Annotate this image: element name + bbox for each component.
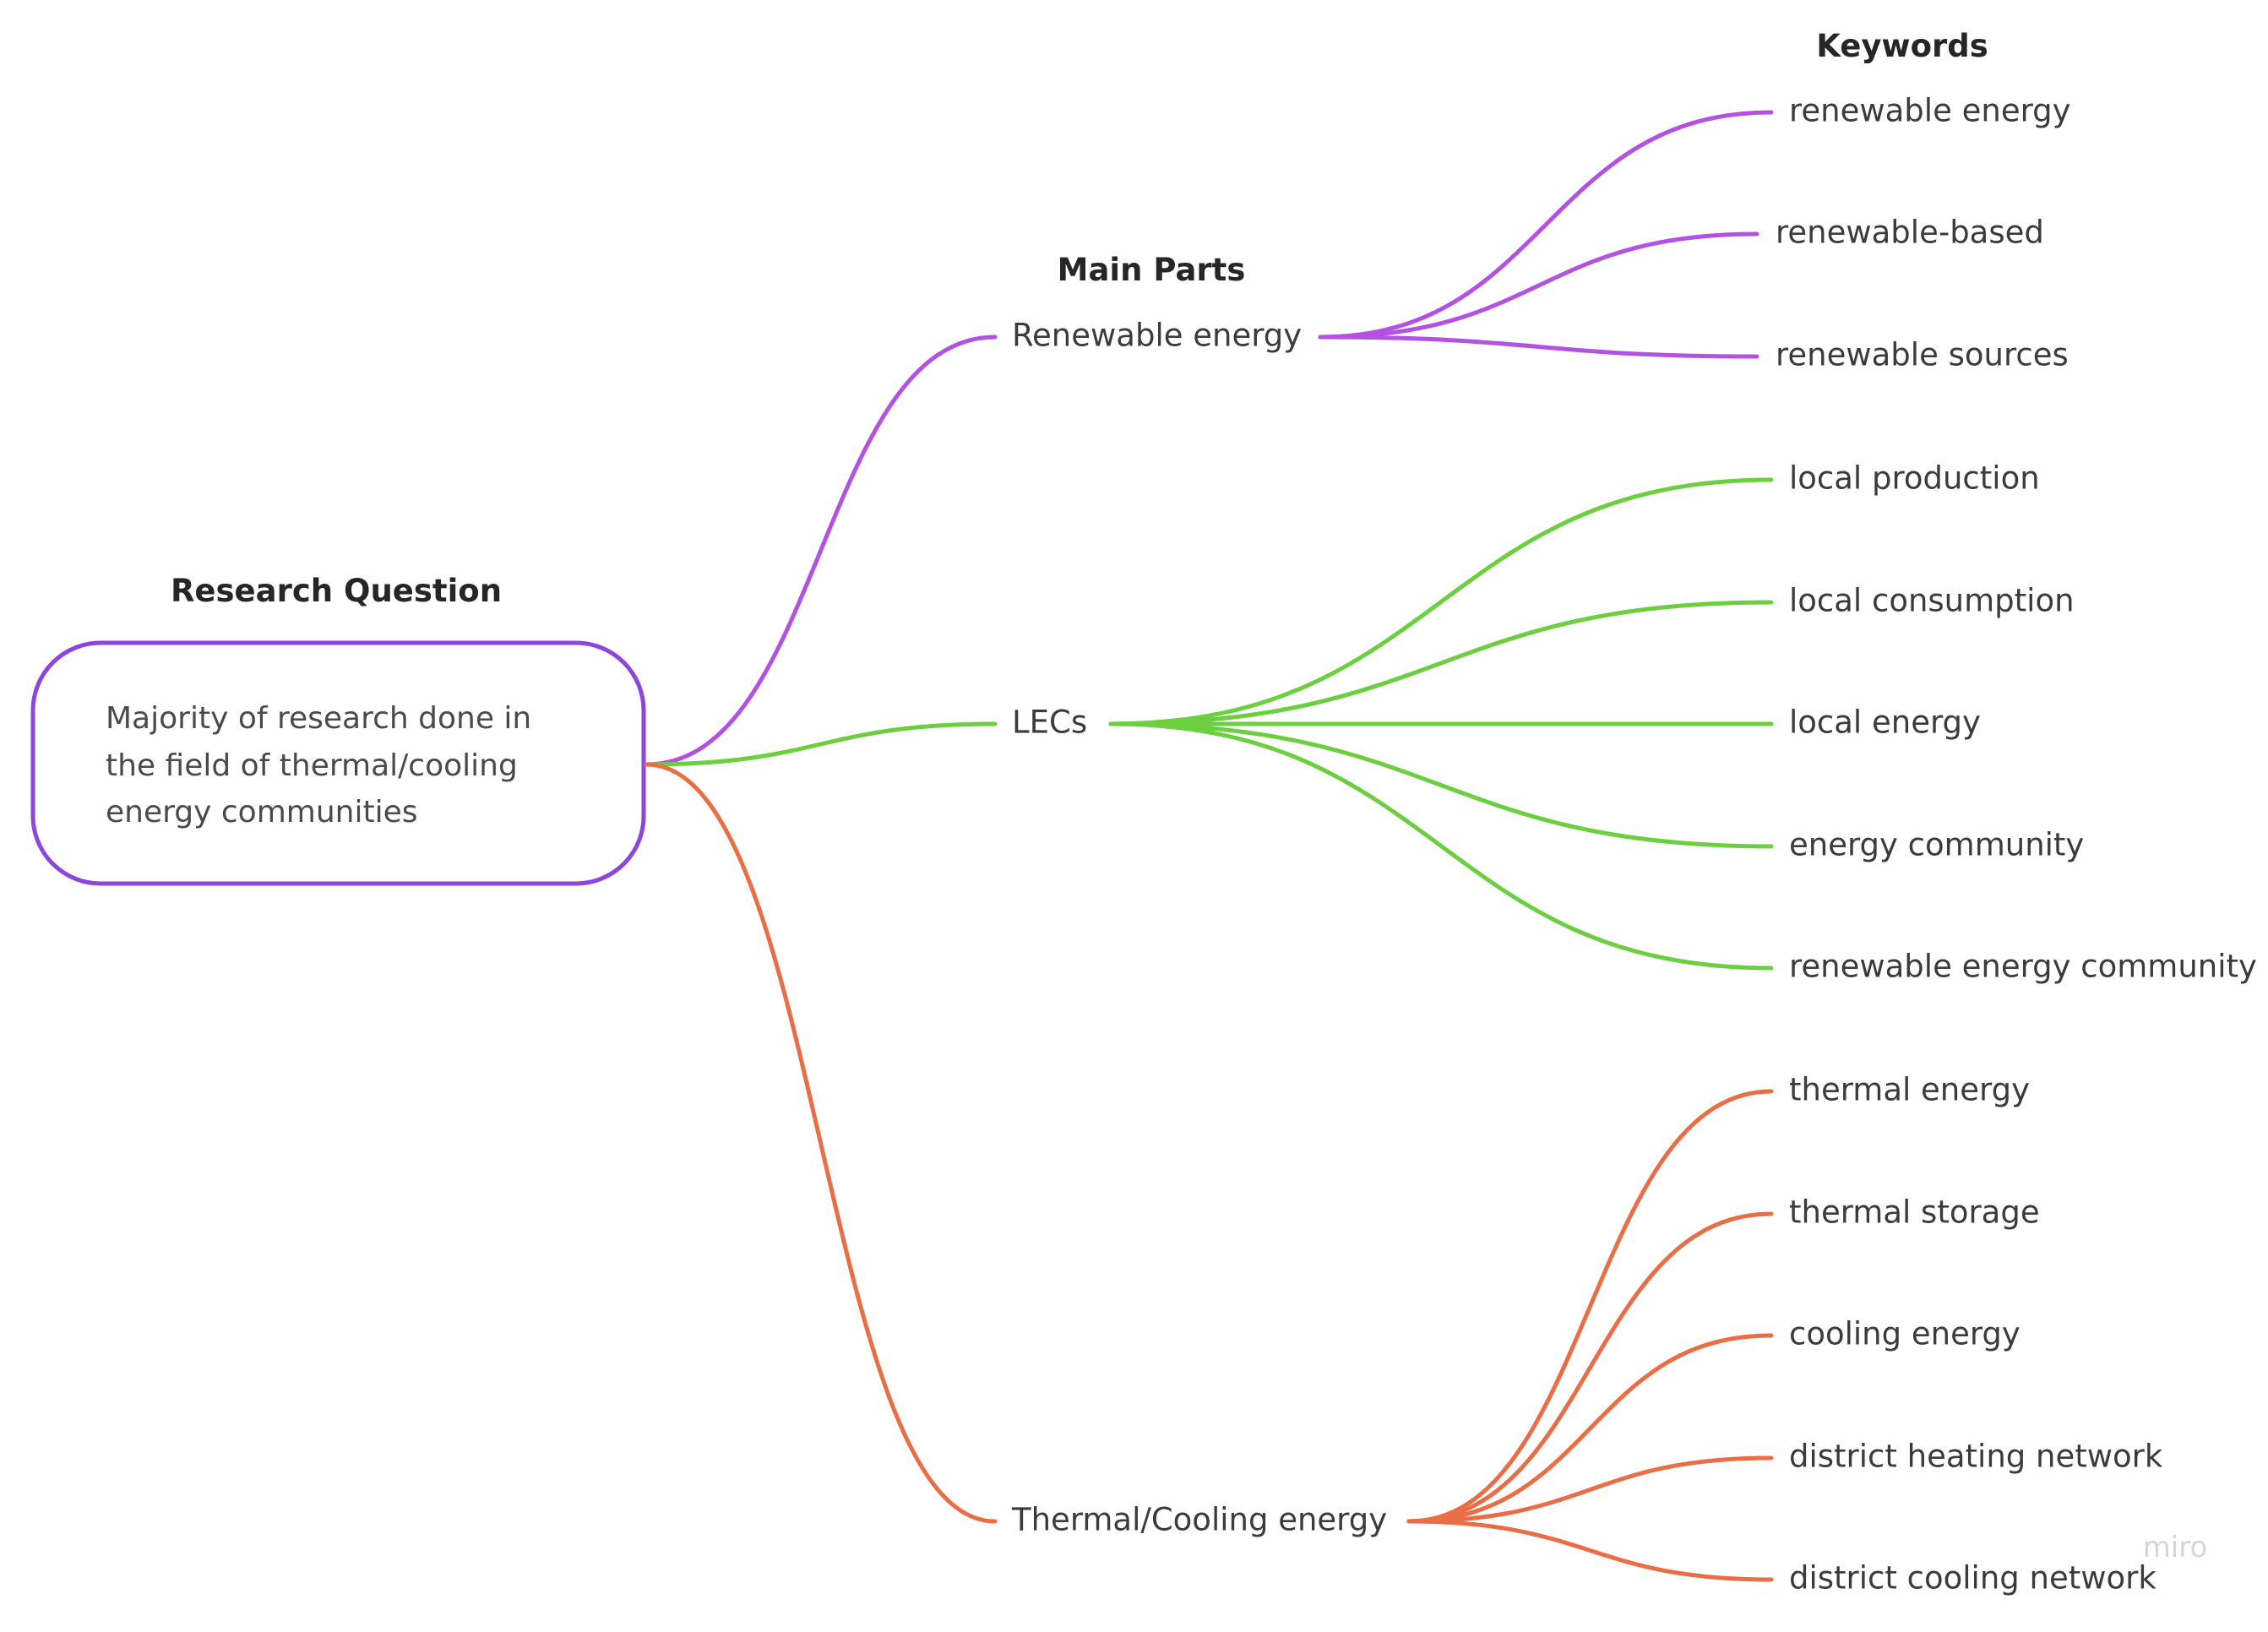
nodes-layer: Renewable energy renewable energy renewabl…	[1011, 93, 2257, 1597]
research-question-line-3: energy communities	[106, 795, 418, 830]
connector-root-to-renewable-energy	[644, 335, 998, 767]
connector-lecs-to-energy-community	[1108, 721, 1774, 849]
branch-lecs[interactable]: LECs	[1012, 704, 1087, 741]
connector-root-to-lecs	[644, 721, 998, 767]
connector-lecs-to-local-consumption	[1108, 600, 1774, 726]
miro-watermark: miro	[2143, 1531, 2208, 1564]
research-question-line-1: Majority of research done in	[106, 701, 531, 736]
main-parts-heading: Main Parts	[1058, 252, 1246, 288]
connector-root-to-thermal-cooling-energy	[644, 762, 998, 1524]
keyword-local-energy[interactable]: local energy	[1789, 704, 1981, 741]
connector-renewable-energy-to-renewable-energy	[1318, 110, 1774, 340]
keyword-thermal-energy[interactable]: thermal energy	[1789, 1072, 2030, 1108]
connector-renewable-energy-to-renewable-sources	[1318, 335, 1759, 359]
keywords-heading: Keywords	[1816, 28, 1988, 64]
keyword-district-cooling-network[interactable]: district cooling network	[1789, 1560, 2157, 1597]
connector-renewable-energy-to-renewable-based	[1318, 231, 1759, 340]
connector-thermal-cooling-energy-to-district-cooling-network	[1406, 1519, 1774, 1582]
connectors-layer	[644, 110, 1774, 1582]
connector-lecs-to-local-production	[1108, 477, 1774, 726]
keyword-thermal-storage[interactable]: thermal storage	[1789, 1194, 2040, 1231]
connector-thermal-cooling-energy-to-cooling-energy	[1406, 1333, 1774, 1524]
keyword-local-consumption[interactable]: local consumption	[1789, 583, 2075, 619]
research-question-line-2: the field of thermal/cooling	[106, 748, 518, 783]
connector-thermal-cooling-energy-to-thermal-energy	[1406, 1089, 1774, 1524]
connector-thermal-cooling-energy-to-thermal-storage	[1406, 1211, 1774, 1524]
connector-lecs-to-renewable-energy-community	[1108, 721, 1774, 971]
keyword-renewable-sources[interactable]: renewable sources	[1776, 337, 2069, 373]
connector-thermal-cooling-energy-to-district-heating-network	[1406, 1455, 1774, 1524]
keyword-local-production[interactable]: local production	[1789, 460, 2040, 497]
keyword-district-heating-network[interactable]: district heating network	[1789, 1439, 2163, 1475]
keyword-renewable-based[interactable]: renewable-based	[1776, 215, 2044, 251]
keyword-energy-community[interactable]: energy community	[1789, 827, 2084, 863]
branch-renewable-energy[interactable]: Renewable energy	[1012, 318, 1302, 354]
keyword-renewable-energy-community[interactable]: renewable energy community	[1789, 949, 2257, 985]
research-question-node[interactable]: Majority of research done in the field o…	[30, 640, 646, 886]
research-question-box	[30, 640, 646, 886]
branch-thermal-cooling-energy[interactable]: Thermal/Cooling energy	[1011, 1502, 1387, 1538]
keyword-renewable-energy[interactable]: renewable energy	[1789, 93, 2071, 129]
keyword-cooling-energy[interactable]: cooling energy	[1789, 1316, 2021, 1352]
research-question-heading: Research Question	[171, 573, 502, 609]
